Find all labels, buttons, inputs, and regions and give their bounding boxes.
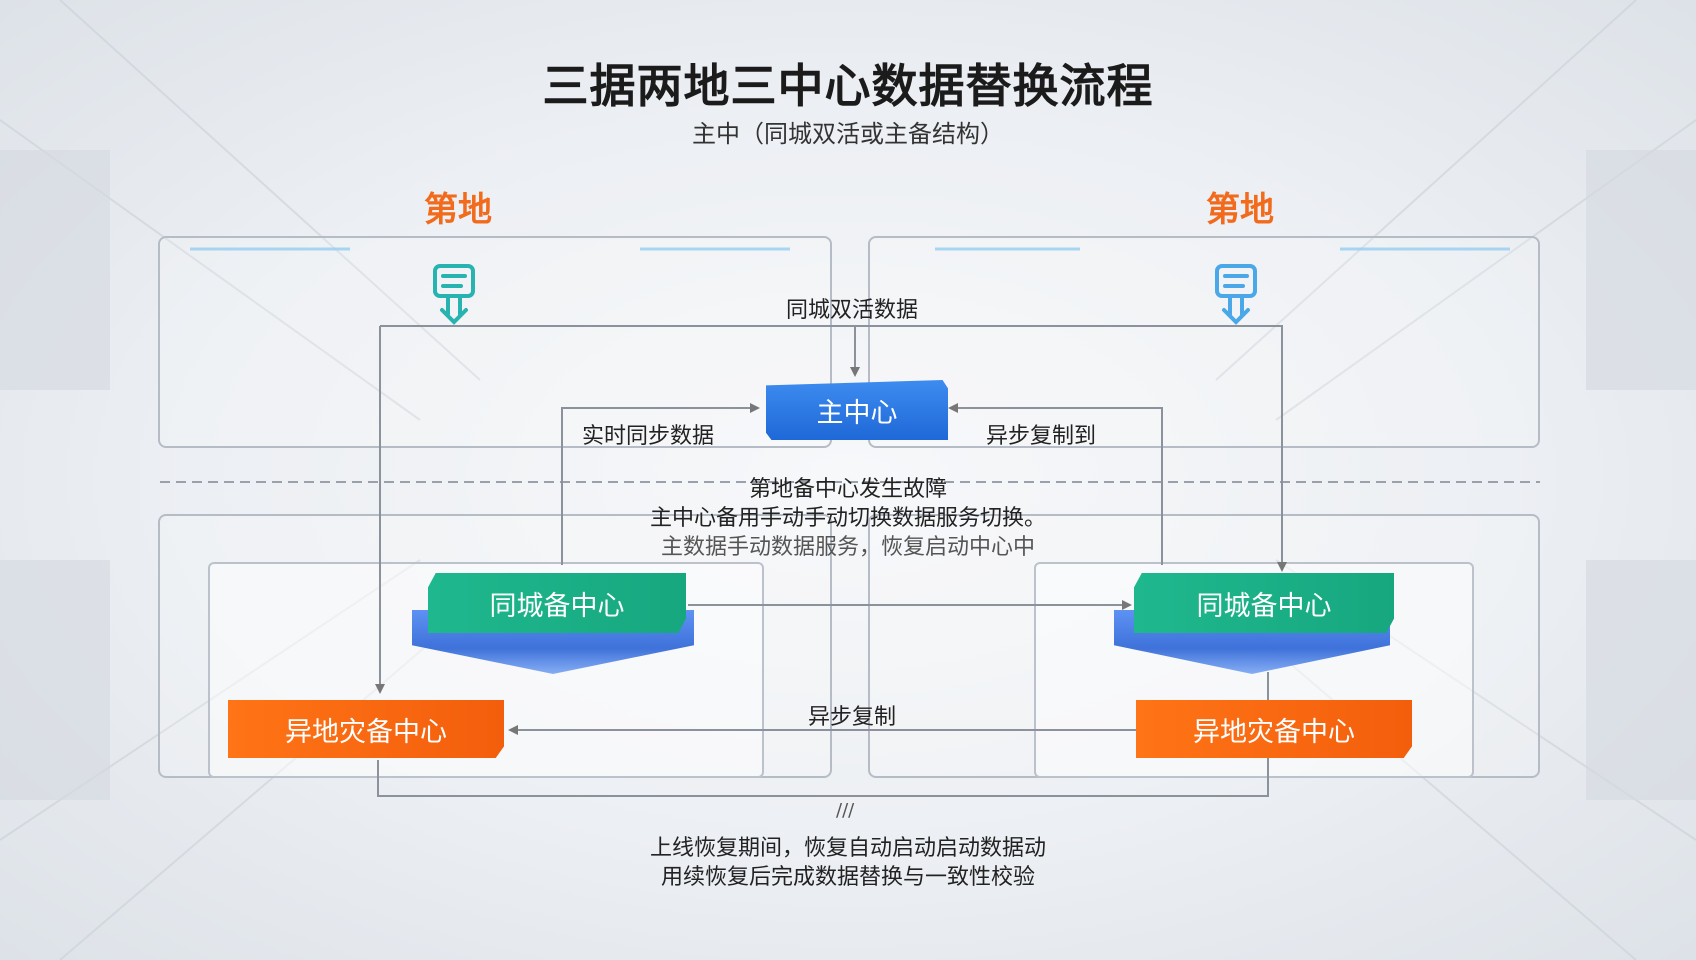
edge-label-active-active: 同城双活数据 [786,298,919,323]
frame-top-right [868,236,1540,448]
failure-notice: 第地备中心发生故障 主中心备用手动手动切换数据服务切换。 主数据手动数据服务，恢… [548,475,1148,562]
edge-label-realtime-sync: 实时同步数据 [582,424,715,449]
edge-label-async-bottom: 异步复制 [808,705,897,730]
edge-async-right [948,403,1163,565]
failure-notice-line: 第地备中心发生故障 [748,477,947,502]
frame-top-left [158,236,832,448]
page-subtitle: 主中（同城双活或主备结构） [692,120,1004,148]
standby-center-right-node[interactable]: 同城备中心 [1134,573,1394,633]
server-icon [433,264,475,325]
recovery-notice-line: 上线恢复期间，恢复自动启动启动数据动 [649,836,1046,861]
dr-center-left-node[interactable]: 异地灾备中心 [228,700,504,758]
dr-center-right-node[interactable]: 异地灾备中心 [1136,700,1412,758]
main-center-node[interactable]: 主中心 [766,380,948,440]
edge-main-to-standby-right [380,325,1287,572]
page-title: 三据两地三中心数据替换流程 [542,59,1154,113]
standby-center-left-node[interactable]: 同城备中心 [428,573,686,633]
edge-realtime-sync [561,403,760,565]
failure-notice-line: 主数据手动数据服务，恢复启动中心中 [660,535,1035,560]
region-label-left: 第地 [424,190,492,230]
edge-bottom-loop [377,672,1269,797]
region-label-right: 第地 [1206,190,1274,230]
recovery-mark: /// [836,800,855,821]
server-icon [1215,264,1257,325]
failure-notice-line: 主中心备用手动手动切换数据服务切换。 [649,506,1046,531]
recovery-notice: 上线恢复期间，恢复自动启动启动数据动 用续恢复后完成数据替换与一致性校验 [548,834,1148,892]
edge-label-async-right: 异步复制到 [986,424,1097,449]
recovery-notice-line: 用续恢复后完成数据替换与一致性校验 [660,865,1035,890]
